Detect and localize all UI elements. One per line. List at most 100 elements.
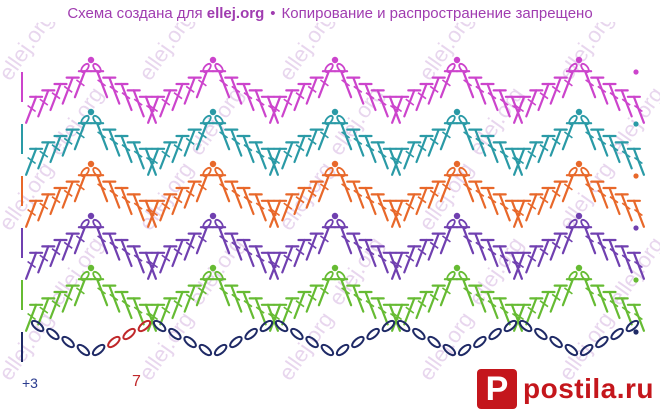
peak-dot (453, 160, 461, 168)
peak-dot (331, 264, 339, 272)
stitch-slash (377, 202, 387, 210)
stitch-slash (319, 287, 329, 295)
double-crochet-stitch (25, 95, 38, 124)
double-crochet-stitch (195, 70, 208, 99)
chain-stitch (503, 319, 518, 333)
double-crochet-stitch (317, 226, 330, 255)
double-crochet-stitch (439, 174, 452, 203)
stitch-slash (161, 98, 171, 106)
stitch-slash (219, 131, 229, 139)
stitch-slash (405, 306, 415, 314)
double-crochet-stitch (391, 303, 404, 332)
peak-dot (87, 56, 95, 64)
stitch-slash (563, 131, 573, 139)
stitch-slash (283, 202, 293, 210)
double-crochet-stitch (512, 199, 526, 228)
stitch-slash (283, 306, 293, 314)
double-crochet-stitch (549, 284, 562, 313)
stitch-slash (563, 235, 573, 243)
double-crochet-stitch (183, 76, 196, 105)
peak-dot (453, 212, 461, 220)
double-crochet-stitch (403, 193, 416, 222)
stitch-slash (75, 131, 85, 139)
double-crochet-stitch (415, 186, 428, 216)
stitch-slash (487, 92, 497, 100)
stitch-slash (27, 260, 37, 269)
stitch-slash (353, 241, 363, 249)
peak-dot (575, 56, 583, 64)
double-crochet-stitch (37, 297, 50, 326)
stitch-slash (475, 189, 485, 197)
stitch-slash (121, 196, 131, 204)
stitch-slash (27, 156, 37, 165)
stitch-slash (405, 254, 415, 262)
stitch-slash (365, 300, 375, 308)
stitch-slash (393, 260, 403, 269)
stitch-slash (63, 189, 73, 197)
stitch-slash (515, 104, 525, 113)
stitch-slash (219, 79, 229, 87)
double-crochet-stitch (49, 290, 62, 320)
header-suffix: Копирование и распространение запрещено (281, 4, 593, 22)
stitch-slash (39, 306, 49, 314)
double-crochet-stitch (537, 186, 550, 216)
stitch-slash (515, 156, 525, 165)
postila-watermark: P postila.ru (476, 369, 654, 409)
stitch-slash (319, 79, 329, 87)
stitch-slash (133, 306, 143, 314)
stitch-slash (609, 92, 619, 100)
chain-stitch (610, 327, 624, 341)
stitch-slash (197, 79, 207, 87)
stitch-slash (63, 137, 73, 145)
double-crochet-stitch (317, 122, 330, 151)
stitch-slash (365, 144, 375, 152)
stitch-slash (463, 131, 473, 139)
stitch-slash (173, 92, 183, 100)
double-crochet-stitch (525, 89, 538, 118)
stitch-slash (487, 196, 497, 204)
double-crochet-stitch (269, 95, 282, 124)
chain-stitch (213, 343, 228, 357)
chain-stitch (564, 343, 579, 357)
chain-stitch (244, 327, 258, 341)
turning-chain-dot (633, 173, 639, 179)
chain-stitch (351, 335, 365, 349)
stitch-slash (295, 144, 305, 152)
stitch-slash (527, 306, 537, 314)
stitch-slash (51, 144, 61, 152)
stitch-slash (109, 85, 119, 93)
stitch-slash (353, 189, 363, 197)
double-crochet-stitch (403, 297, 416, 326)
stitch-slash (51, 300, 61, 308)
peak-dot (87, 108, 95, 116)
stitch-slash (597, 85, 607, 93)
double-crochet-stitch (525, 141, 538, 170)
stitch-slash (109, 241, 119, 249)
double-crochet-stitch (61, 284, 74, 313)
chain-stitch (229, 335, 243, 349)
stitch-slash (97, 235, 107, 243)
stitch-slash (161, 150, 171, 158)
stitch-slash (271, 156, 281, 165)
double-crochet-stitch (159, 245, 172, 274)
chain-stitch (579, 343, 594, 357)
double-crochet-stitch (317, 174, 330, 203)
stitch-slash (527, 98, 537, 106)
double-crochet-stitch (305, 180, 318, 209)
double-crochet-stitch (512, 303, 526, 332)
stitch-slash (429, 293, 439, 301)
double-crochet-stitch (61, 76, 74, 105)
stitch-slash (185, 293, 195, 301)
stitch-slash (515, 312, 525, 321)
double-crochet-stitch (269, 251, 282, 280)
peak-dot (575, 264, 583, 272)
double-crochet-stitch (159, 193, 172, 222)
stitch-slash (149, 104, 159, 113)
stitch-slash (121, 248, 131, 256)
double-crochet-stitch (293, 186, 306, 216)
double-crochet-stitch (147, 147, 160, 176)
stitch-slash (271, 104, 281, 113)
stitch-slash (283, 150, 293, 158)
stitch-slash (609, 300, 619, 308)
double-crochet-stitch (439, 226, 452, 255)
